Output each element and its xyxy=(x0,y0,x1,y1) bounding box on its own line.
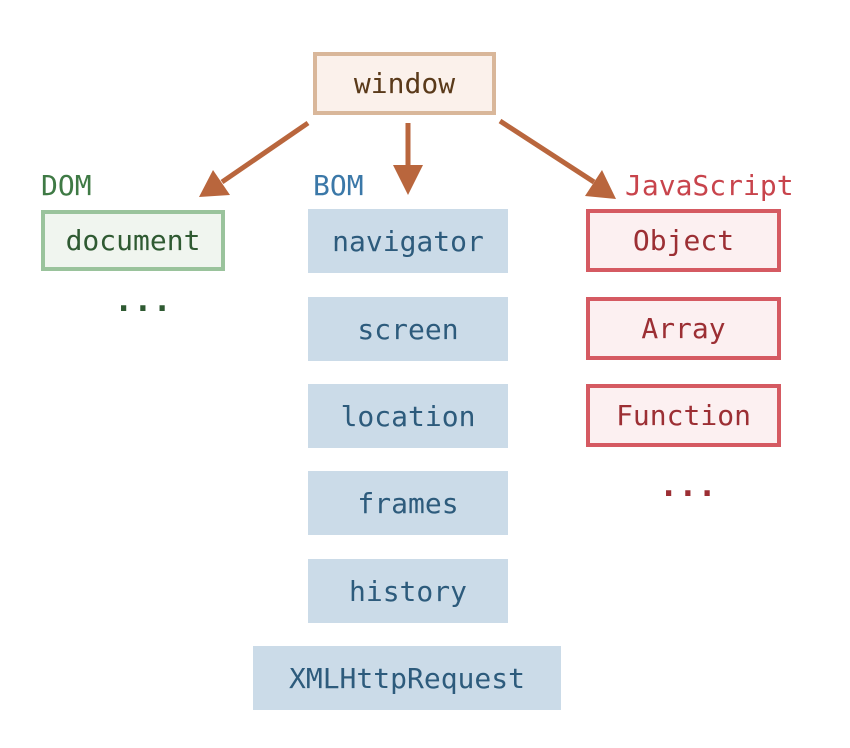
javascript-node-array: Array xyxy=(586,297,781,360)
bom-item-label: screen xyxy=(357,312,459,346)
javascript-node-object: Object xyxy=(586,209,781,272)
bom-node-frames: frames xyxy=(308,471,508,535)
bom-item-label: frames xyxy=(357,486,459,520)
javascript-item-label: Array xyxy=(641,312,726,345)
bom-node-navigator: navigator xyxy=(308,209,508,273)
bom-node-history: history xyxy=(308,559,508,623)
window-node: window xyxy=(313,52,496,115)
dom-item-label: document xyxy=(65,224,201,257)
arrow-to-javascript xyxy=(498,118,596,185)
dom-node-document: document xyxy=(41,210,225,271)
javascript-heading: JavaScript xyxy=(625,169,794,202)
javascript-item-label: Object xyxy=(632,224,735,257)
javascript-more: ... xyxy=(659,466,717,504)
dom-heading: DOM xyxy=(41,169,92,202)
bom-node-screen: screen xyxy=(308,297,508,361)
dom-more: ... xyxy=(114,281,172,319)
bom-heading: BOM xyxy=(313,169,364,202)
arrow-head-javascript xyxy=(585,170,616,199)
bom-item-label: history xyxy=(348,574,467,608)
bom-item-label: location xyxy=(340,399,476,433)
javascript-item-label: Function xyxy=(616,399,751,432)
bom-item-label: navigator xyxy=(332,224,484,258)
javascript-node-function: Function xyxy=(586,384,781,447)
arrow-head-dom xyxy=(199,170,230,197)
bom-node-location: location xyxy=(308,384,508,448)
arrow-to-dom xyxy=(220,120,310,185)
bom-item-label: XMLHttpRequest xyxy=(288,661,525,695)
bom-node-xmlhttprequest: XMLHttpRequest xyxy=(253,646,561,710)
window-label: window xyxy=(353,67,456,100)
arrow-head-bom xyxy=(393,165,423,195)
